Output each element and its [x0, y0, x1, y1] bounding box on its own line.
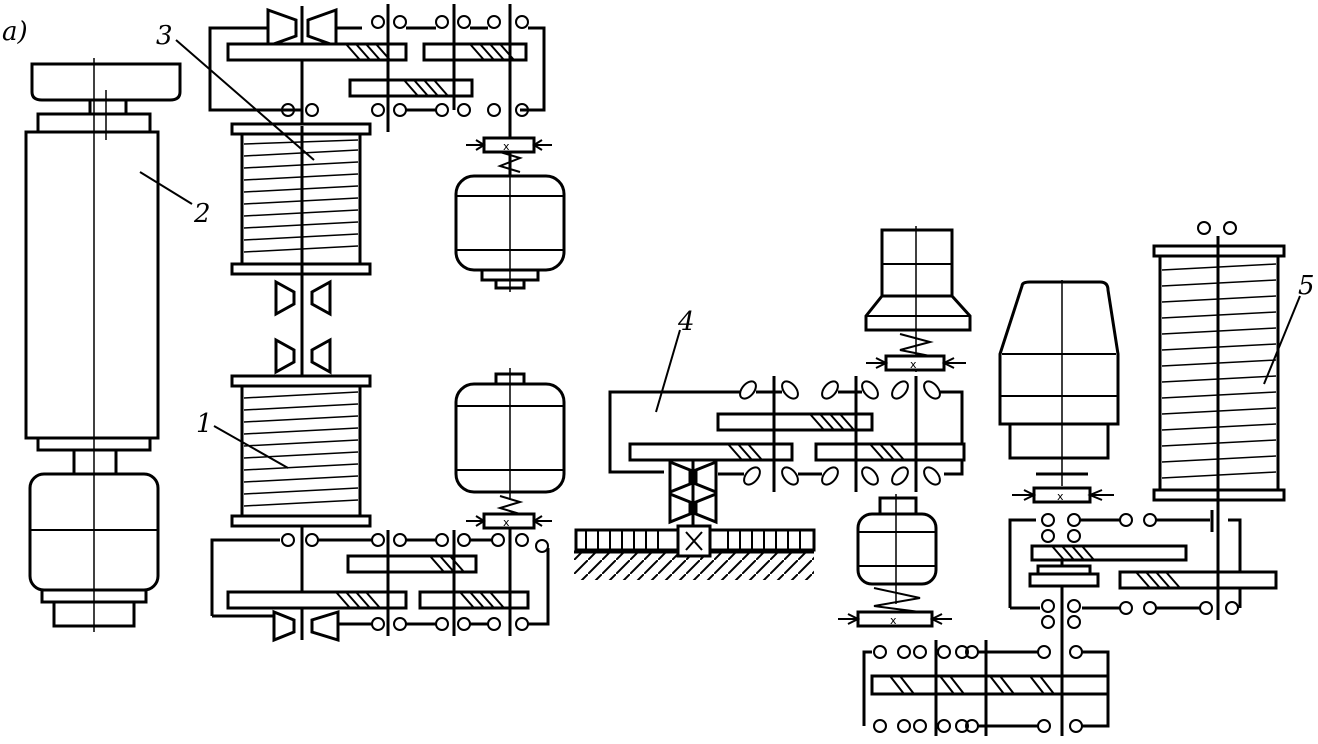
svg-text:x: x [503, 516, 510, 529]
tall-drum-assembly [24, 58, 182, 632]
right-drum [1152, 236, 1286, 502]
label-3: 3 [156, 21, 173, 51]
label-4: 4 [677, 307, 695, 337]
lower-motor: x [454, 368, 566, 530]
svg-text:x: x [890, 614, 897, 627]
hood-motor: x [864, 226, 972, 372]
rack-gear-unit [574, 376, 966, 580]
label-1: 1 [196, 409, 213, 439]
panel-label: a) [2, 17, 28, 47]
lower-gearbox [210, 528, 550, 643]
svg-text:x: x [910, 358, 917, 371]
label-5: 5 [1298, 271, 1315, 301]
label-2: 2 [193, 199, 211, 229]
tall-right-motor: x [998, 280, 1120, 504]
label-leaders [139, 39, 1301, 469]
small-motor: x [838, 494, 952, 628]
svg-text:x: x [1057, 490, 1064, 503]
lower-drum [230, 374, 372, 640]
right-gearbox [1008, 221, 1278, 629]
bottom-gearbox [862, 560, 1110, 736]
upper-drum [230, 122, 372, 380]
middle-bevel-gears [274, 279, 332, 375]
svg-text:x: x [503, 140, 510, 153]
upper-motor [454, 170, 566, 292]
